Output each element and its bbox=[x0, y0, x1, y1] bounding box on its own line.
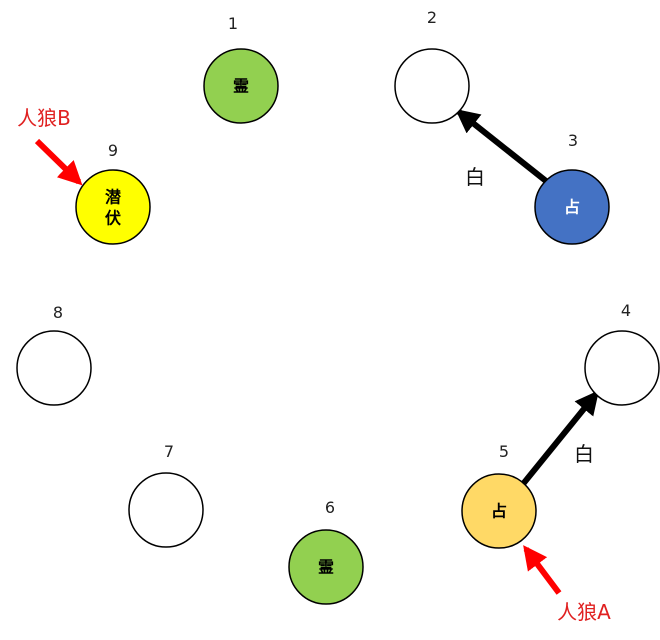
player-4[interactable]: 4 bbox=[584, 301, 660, 406]
player-number: 4 bbox=[621, 301, 631, 320]
player-number: 1 bbox=[228, 14, 238, 33]
werewolf-label: 人狼A bbox=[557, 600, 611, 624]
player-role: 霊 bbox=[318, 558, 334, 577]
player-number: 8 bbox=[53, 303, 63, 322]
player-number: 7 bbox=[164, 442, 174, 461]
werewolf-pointer-arrow bbox=[34, 138, 83, 186]
divination-arrow-3-to-2 bbox=[455, 109, 548, 184]
player-number: 2 bbox=[427, 8, 437, 27]
player-role: 占 bbox=[564, 198, 580, 217]
divination-result-label: 白 bbox=[574, 442, 594, 466]
player-7[interactable]: 7 bbox=[128, 442, 204, 548]
player-circle bbox=[584, 330, 660, 406]
werewolf-pointer-arrow bbox=[523, 545, 562, 595]
player-circle bbox=[203, 48, 279, 124]
player-number: 9 bbox=[108, 141, 118, 160]
player-circle bbox=[461, 473, 537, 549]
player-5[interactable]: 5占 bbox=[461, 442, 537, 549]
player-circle bbox=[534, 169, 610, 245]
player-3[interactable]: 3占 bbox=[534, 131, 610, 245]
player-6[interactable]: 6霊 bbox=[288, 498, 364, 605]
divination-arrow-5-to-4 bbox=[520, 390, 600, 486]
player-circle bbox=[128, 472, 204, 548]
player-9[interactable]: 9 潜伏 bbox=[75, 141, 151, 245]
player-circle bbox=[75, 169, 151, 245]
player-role: 占 bbox=[491, 502, 507, 521]
player-number: 3 bbox=[568, 131, 578, 150]
player-number: 6 bbox=[325, 498, 335, 517]
player-role-char: 潜 bbox=[105, 188, 122, 207]
player-number: 5 bbox=[499, 442, 509, 461]
player-circle bbox=[394, 48, 470, 124]
werewolf-label: 人狼B bbox=[17, 106, 71, 130]
player-circle bbox=[288, 529, 364, 605]
player-1[interactable]: 1霊 bbox=[203, 14, 279, 124]
player-8[interactable]: 8 bbox=[16, 303, 92, 406]
player-role: 霊 bbox=[233, 77, 249, 96]
divination-result-label: 白 bbox=[465, 165, 485, 189]
player-role-char: 伏 bbox=[105, 209, 121, 228]
player-circle bbox=[16, 330, 92, 406]
player-2[interactable]: 2 bbox=[394, 8, 470, 124]
